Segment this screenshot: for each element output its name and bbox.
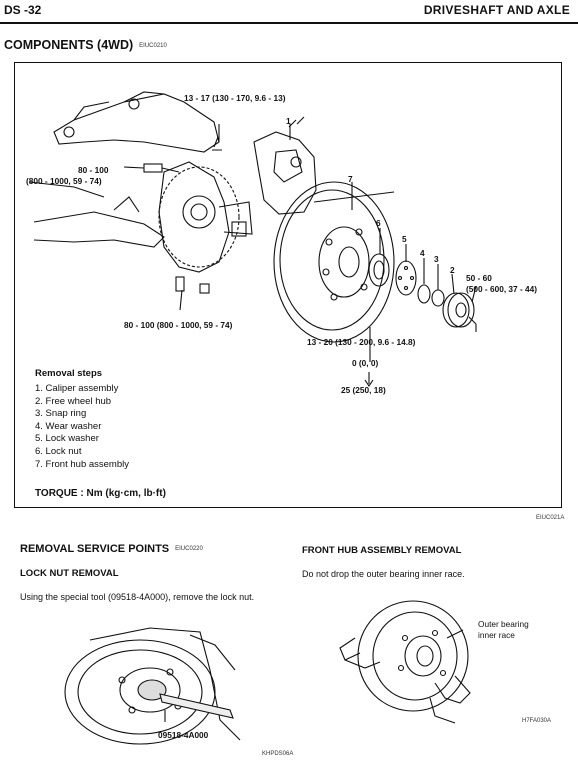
figure-code-hub: H7FA030A (522, 718, 552, 724)
torque-label-left-1: 80 - 100 (78, 165, 109, 175)
removal-step: 3. Snap ring (35, 408, 87, 420)
tool-label: 09518-4A000 (158, 730, 209, 740)
removal-step: 7. Front hub assembly (35, 458, 129, 470)
exploded-hub-diagram (28, 91, 477, 362)
components-frame (14, 62, 562, 508)
lock-nut-illustration (64, 627, 241, 745)
section-code: EIUC0210 (139, 42, 167, 49)
torque-sequence-arrow (364, 372, 374, 387)
lock-nut-text: Using the special tool (09518-4A000), re… (20, 592, 255, 602)
hub-callout-1: Outer bearing (478, 619, 529, 629)
torque-label-right-2: (500 - 600, 37 - 44) (466, 284, 538, 294)
removal-code: EIUC0220 (175, 546, 203, 553)
lock-nut (368, 253, 390, 287)
removal-step: 5. Lock washer (35, 433, 99, 445)
callout-4: 4 (420, 248, 425, 258)
removal-step: 1. Caliper assembly (35, 383, 119, 394)
removal-steps-title: Removal steps (35, 368, 103, 379)
free-wheel-hub (442, 292, 470, 328)
torque-label-center: 13 - 20 (130 - 200, 9.6 - 14.8) (307, 337, 416, 347)
page-number: DS -32 (4, 3, 42, 17)
section-title-text: COMPONENTS (4WD) (4, 38, 134, 52)
callout-6: 6 (376, 218, 381, 228)
figure-code-lock-nut: KHPDS06A (262, 751, 294, 757)
caliper (253, 131, 317, 215)
removal-section-title: REMOVAL SERVICE POINTS EIUC0220 (20, 543, 203, 555)
torque-label-final: 25 (250, 18) (341, 385, 386, 395)
torque-label-zero: 0 (0, 0) (352, 358, 379, 368)
brake-disc (273, 181, 395, 343)
steering-knuckle (158, 161, 230, 273)
callout-5: 5 (402, 234, 407, 244)
hub-removal-title: FRONT HUB ASSEMBLY REMOVAL (302, 545, 462, 556)
removal-step: 6. Lock nut (35, 445, 82, 457)
header-rule (0, 22, 578, 24)
callout-1: 1 (286, 116, 291, 126)
torque-label-left-2: (800 - 1000, 59 - 74) (26, 176, 102, 186)
figure-code-components: EIUC021A (536, 515, 565, 521)
torque-label-bottom-left: 80 - 100 (800 - 1000, 59 - 74) (124, 320, 233, 330)
callout-3: 3 (434, 254, 439, 264)
chapter-title: DRIVESHAFT AND AXLE (423, 3, 570, 17)
hub-removal-illustration (339, 600, 471, 724)
removal-steps-list: 1. Caliper assembly 2. Free wheel hub 3.… (35, 383, 129, 471)
hub-removal-text: Do not drop the outer bearing inner race… (302, 569, 465, 579)
section-title: COMPONENTS (4WD) EIUC0210 (4, 38, 167, 52)
lock-nut-title: LOCK NUT REMOVAL (20, 568, 119, 579)
callout-2: 2 (450, 265, 455, 275)
torque-unit: TORQUE : Nm (kg·cm, lb·ft) (35, 488, 166, 499)
removal-step: 2. Free wheel hub (35, 395, 112, 407)
callout-7: 7 (348, 174, 353, 184)
torque-label-top: 13 - 17 (130 - 170, 9.6 - 13) (184, 93, 286, 103)
snap-ring (431, 289, 445, 307)
torque-label-right-1: 50 - 60 (466, 273, 492, 283)
wear-washer (417, 284, 431, 304)
hub-callout-2: inner race (478, 630, 515, 640)
removal-step: 4. Wear washer (35, 420, 102, 432)
removal-title-text: REMOVAL SERVICE POINTS (20, 543, 170, 555)
